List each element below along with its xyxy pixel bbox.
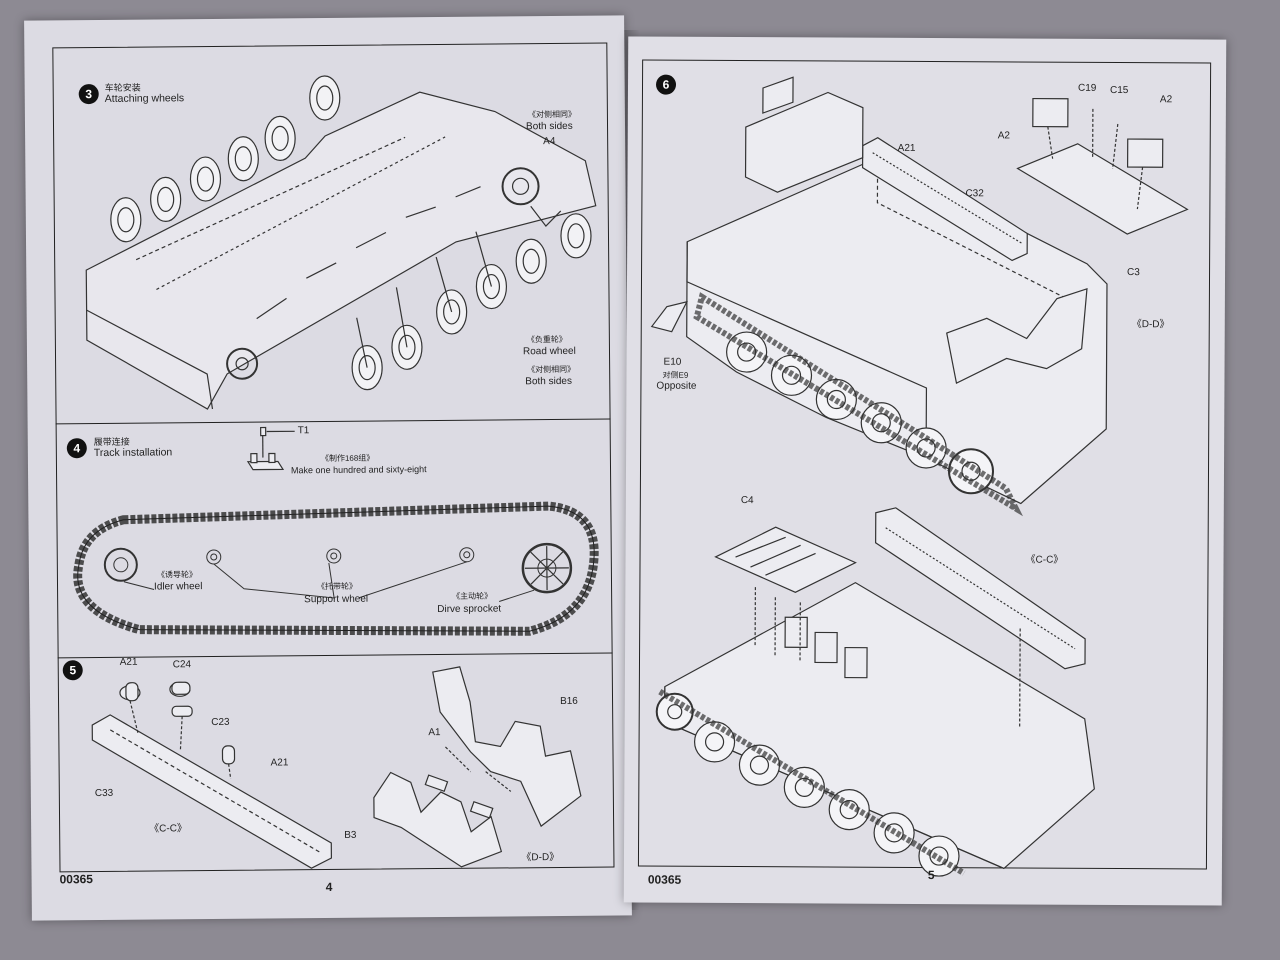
road-wheel-label-cn: 《负重轮》 bbox=[526, 334, 567, 345]
part-label-c32: C32 bbox=[965, 188, 984, 200]
part-label-a21: A21 bbox=[897, 142, 916, 154]
step5-illustration bbox=[91, 666, 582, 869]
step3-both-sides2: Both sides bbox=[525, 375, 573, 388]
idler-wheel-label: Idler wheel bbox=[153, 581, 203, 593]
view-label-dd-right: 《D-D》 bbox=[1131, 319, 1170, 331]
left-document-code: 00365 bbox=[59, 872, 94, 887]
view-label-cc: 《C-C》 bbox=[149, 823, 187, 835]
left-page: 3 车轮安装 Attaching wheels bbox=[24, 15, 632, 921]
right-document-code: 00365 bbox=[647, 872, 682, 887]
part-label-a21-top: A21 bbox=[119, 656, 138, 668]
part-label-a21-right: A21 bbox=[270, 757, 289, 769]
support-wheel-label-cn: 《托带轮》 bbox=[316, 581, 358, 592]
part-label-t1: T1 bbox=[297, 425, 310, 437]
opposite-e9-label-cn: 对侧E9 bbox=[662, 370, 689, 380]
step3-both-sides-cn: 《对侧相同》 bbox=[527, 109, 576, 120]
track-link-t1-illustration bbox=[246, 426, 295, 471]
right-page: 6 bbox=[623, 36, 1227, 906]
part-label-a4: A4 bbox=[543, 136, 556, 148]
part-label-c15: C15 bbox=[1109, 84, 1129, 97]
part-label-c19: C19 bbox=[1077, 82, 1097, 94]
part-label-b16: B16 bbox=[559, 695, 578, 707]
make-168-label-cn: 《制作168组》 bbox=[320, 453, 375, 464]
step3-both-sides: Both sides bbox=[525, 120, 573, 133]
part-label-e10: E10 bbox=[663, 356, 682, 368]
part-label-c23: C23 bbox=[211, 716, 230, 729]
view-label-cc-right: 《C-C》 bbox=[1025, 554, 1064, 566]
part-label-b3: B3 bbox=[344, 829, 357, 841]
drive-sprocket-label-cn: 《主动轮》 bbox=[452, 591, 493, 601]
part-label-c4: C4 bbox=[740, 495, 754, 507]
part-label-c3: C3 bbox=[1127, 267, 1140, 279]
opposite-label: Opposite bbox=[656, 380, 697, 392]
part-label-a2-left: A2 bbox=[997, 130, 1011, 142]
idler-wheel-label-cn: 《诱导轮》 bbox=[156, 570, 197, 580]
right-page-number: 5 bbox=[927, 868, 935, 883]
hull-assembly-lower bbox=[655, 507, 1095, 877]
view-label-dd: 《D-D》 bbox=[521, 851, 560, 864]
part-label-a1: A1 bbox=[428, 727, 441, 739]
wheel-assembly-illustration bbox=[85, 75, 597, 410]
part-label-c24: C24 bbox=[172, 659, 192, 671]
step4-number: 4 bbox=[66, 438, 87, 459]
part-label-c33: C33 bbox=[94, 787, 114, 800]
track-diagram bbox=[73, 501, 599, 636]
make-168-label: Make one hundred and sixty-eight bbox=[290, 464, 427, 476]
road-wheel-label: Road wheel bbox=[522, 345, 576, 358]
step3-both-sides2-cn: 《对侧相同》 bbox=[527, 364, 576, 375]
support-wheel-label: Support wheel bbox=[304, 593, 369, 606]
part-label-a2-right: A2 bbox=[1159, 94, 1173, 106]
step4-title: Track installation bbox=[93, 446, 173, 460]
left-page-number: 4 bbox=[325, 879, 333, 895]
hull-assembly-upper bbox=[650, 76, 1189, 517]
drive-sprocket-label: Dirve sprocket bbox=[437, 603, 502, 616]
